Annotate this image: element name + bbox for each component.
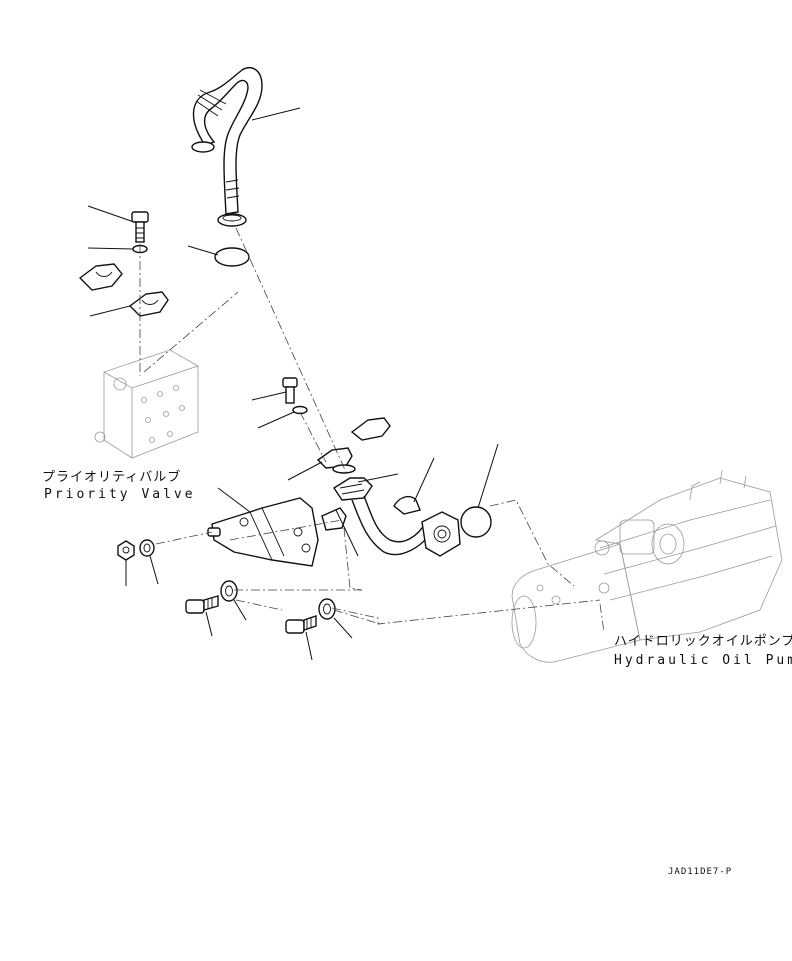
bolt-center [282, 377, 298, 404]
priority-valve-label-en: Priority Valve [44, 487, 196, 502]
nut-lower-left [117, 540, 135, 561]
hose-assembly [191, 67, 263, 227]
split-flange-upper-left [78, 263, 123, 291]
priority-valve [94, 349, 199, 459]
priority-valve-label-jp: プライオリティバルブ [42, 469, 181, 485]
split-flange-center-right [350, 417, 391, 441]
leader-lines [87, 107, 499, 661]
bolt-lower-right [285, 615, 317, 634]
washer-lower-middle [220, 580, 238, 602]
hydraulic-pump-label-en: Hydraulic Oil Pump [614, 653, 792, 668]
split-flange-center-left [316, 447, 353, 469]
hydraulic-oil-pump [511, 469, 783, 663]
hydraulic-pump-label-jp: ハイドロリックオイルポンプ [614, 634, 792, 649]
plug-cap [460, 506, 492, 538]
bracket [207, 497, 319, 567]
drawing-code: JAD11DE7-P [668, 867, 732, 877]
washer-lower-left [139, 539, 155, 557]
clamp [321, 507, 347, 531]
bolt-lower-middle [185, 595, 219, 614]
o-ring-center [332, 464, 356, 474]
washer-center [292, 405, 308, 415]
tube-assembly [333, 477, 461, 557]
alignment-lines [139, 227, 605, 633]
washer-lower-right [318, 598, 336, 620]
split-flange-lower-left [128, 291, 169, 317]
bolt-left-top [131, 211, 149, 243]
o-ring-top [214, 247, 250, 267]
